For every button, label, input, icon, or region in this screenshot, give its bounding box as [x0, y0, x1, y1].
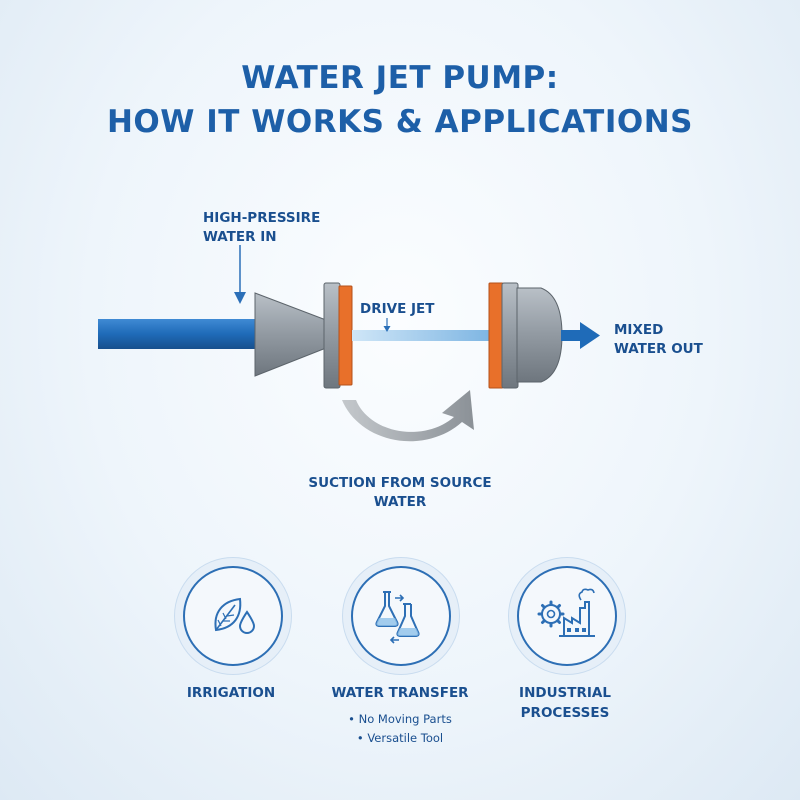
suction-arrow	[342, 390, 474, 442]
suction-label: SUCTION FROM SOURCE WATER	[308, 475, 492, 510]
page-title: WATER JET PUMP: HOW IT WORKS & APPLICATI…	[0, 56, 800, 144]
inlet-pipe	[98, 319, 263, 349]
water-transfer-icon-circle	[351, 566, 451, 666]
converging-nozzle	[254, 292, 327, 377]
app-label-irrigation: IRRIGATION	[186, 685, 276, 701]
flasks-transfer-icon	[375, 591, 420, 644]
feature-item: Versatile Tool	[310, 729, 490, 748]
inlet-arrow	[234, 245, 246, 304]
feature-item: No Moving Parts	[310, 710, 490, 729]
nozzle-flange	[323, 282, 353, 389]
drive-jet-label: DRIVE JET	[360, 301, 435, 317]
irrigation-icon-circle	[183, 566, 283, 666]
inlet-label: HIGH-PRESSIRE WATER IN	[203, 210, 321, 245]
app-label-industrial: INDUSTRIAL PROCESSES	[519, 685, 611, 721]
app-label-water-transfer: WATER TRANSFER	[331, 685, 469, 701]
feature-list: No Moving Parts Versatile Tool	[310, 710, 490, 748]
industrial-icon-circle	[517, 566, 617, 666]
title-line-1: WATER JET PUMP:	[241, 60, 559, 96]
outlet-arrow	[561, 322, 600, 349]
drive-jet-stream	[352, 330, 489, 341]
mixing-chamber	[488, 282, 563, 389]
leaf-water-drop-icon	[214, 597, 256, 634]
outlet-label: MIXED WATER OUT	[614, 322, 703, 357]
title-line-2: HOW IT WORKS & APPLICATIONS	[106, 104, 693, 140]
gear-factory-icon	[537, 588, 595, 637]
